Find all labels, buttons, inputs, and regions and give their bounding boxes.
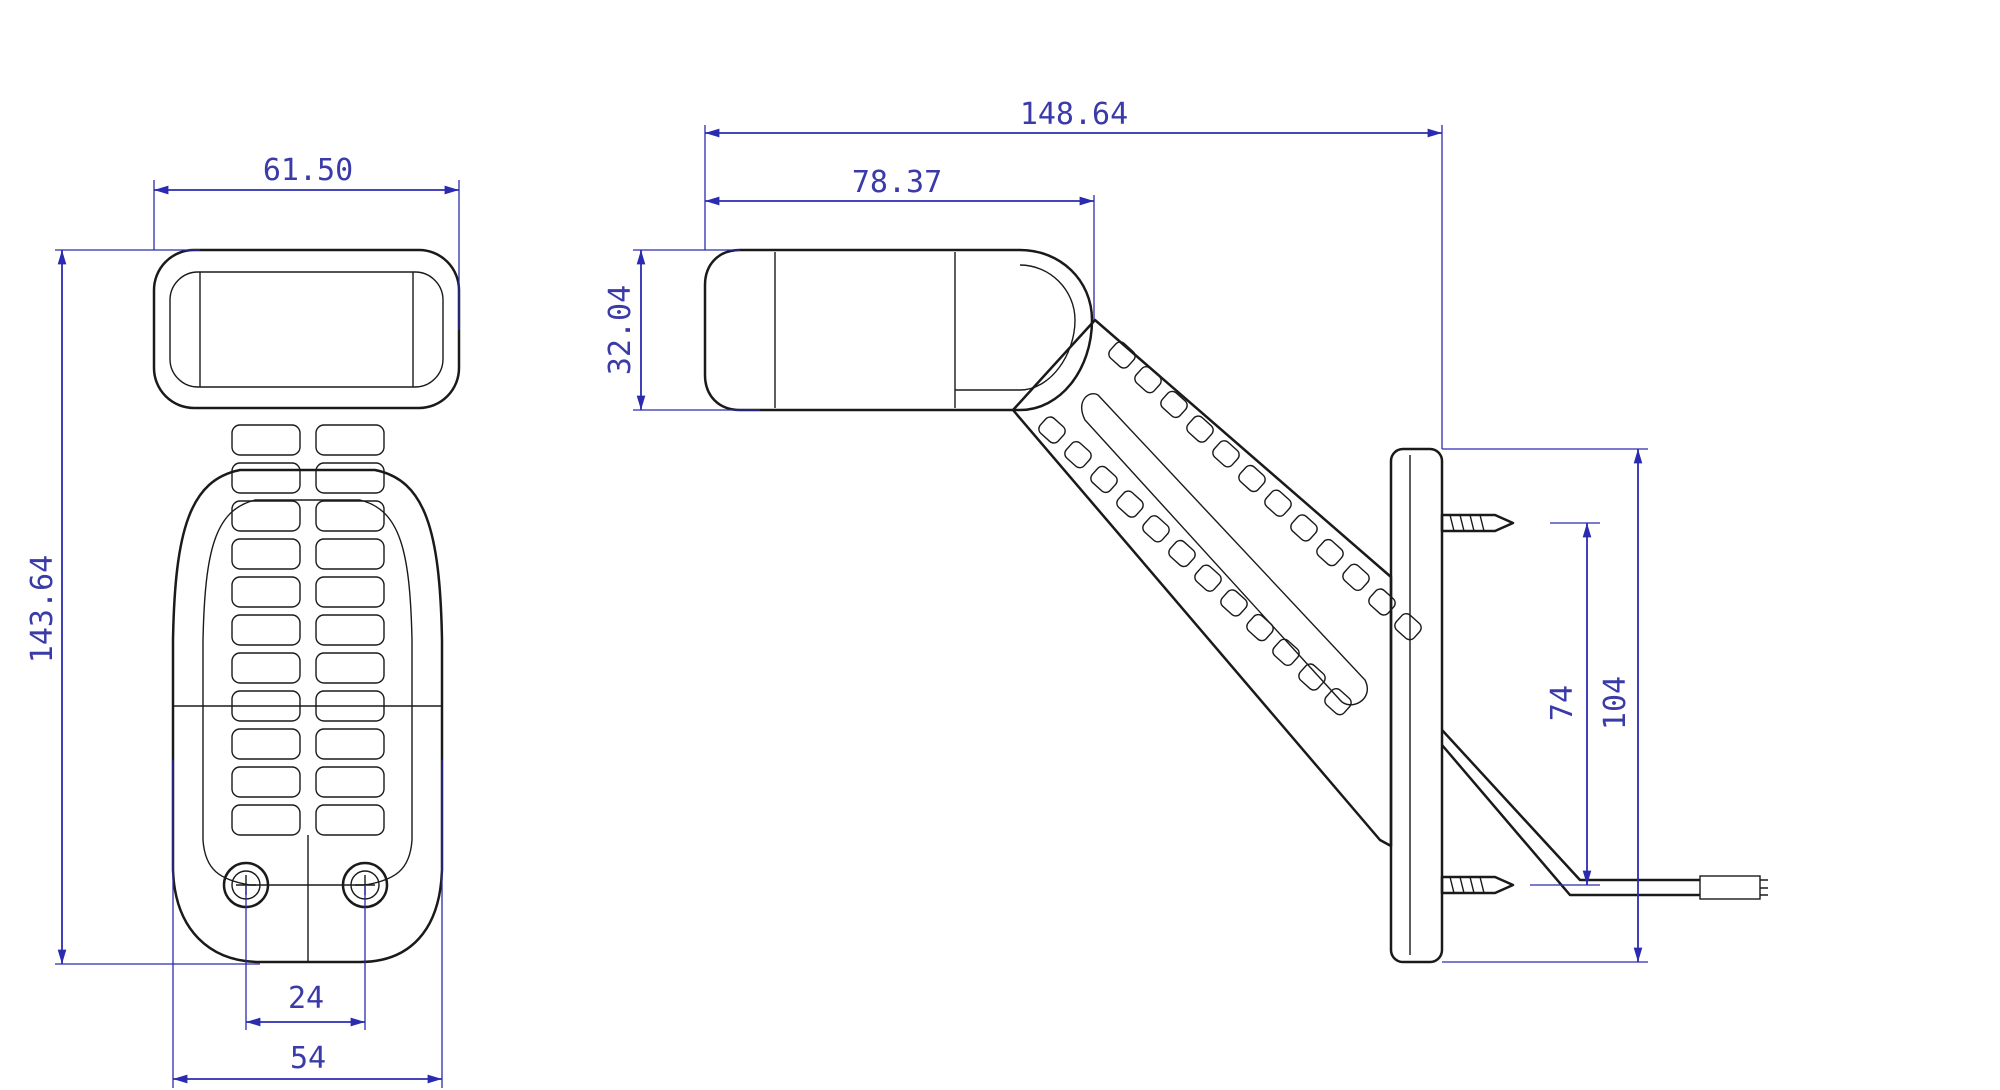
led-rib (1142, 515, 1170, 543)
led-rib (315, 538, 385, 570)
led-rib (315, 576, 385, 608)
led-rib (1316, 538, 1344, 567)
dimension-base-width: 54 (172, 760, 443, 1088)
dimension-label: 143.64 (25, 555, 60, 663)
dimension-front-height: 143.64 (25, 249, 260, 965)
led-rib (231, 804, 301, 836)
dimension-head-height: 32.04 (603, 249, 760, 411)
dimension-screw-spacing: 74 (1530, 522, 1600, 886)
led-rib (1220, 589, 1248, 617)
cable (1441, 729, 1700, 897)
cable-end (1699, 875, 1761, 900)
led-rib (1108, 341, 1136, 369)
side-led-ribs (1038, 341, 1422, 716)
led-rib (1272, 638, 1300, 666)
led-rib (231, 728, 301, 760)
led-rib (1238, 464, 1266, 493)
dimension-label: 24 (288, 981, 324, 1016)
led-rib (1160, 390, 1188, 419)
led-rib (1090, 465, 1118, 494)
dimension-label: 74 (1545, 685, 1580, 721)
front-base-outline (171, 468, 444, 964)
led-rib (231, 652, 301, 684)
led-rib (231, 690, 301, 722)
led-rib (231, 500, 301, 532)
led-rib (315, 804, 385, 836)
led-rib (1264, 489, 1292, 517)
led-rib (231, 576, 301, 608)
side-arm-outline (1011, 318, 1393, 848)
led-rib (315, 766, 385, 798)
dimension-label: 32.04 (603, 285, 638, 375)
mounting-screw-top (1440, 513, 1515, 533)
dimension-hole-spacing: 24 (245, 885, 366, 1030)
led-rib (1064, 441, 1092, 469)
led-rib (1116, 490, 1144, 518)
side-lamp-head (703, 248, 1094, 412)
led-rib (315, 728, 385, 760)
led-rib (1298, 663, 1326, 691)
dimension-label: 104 (1598, 676, 1633, 730)
led-rib (315, 424, 385, 456)
side-view (703, 248, 1768, 964)
led-rib (1246, 613, 1274, 642)
dimension-label: 148.64 (1020, 97, 1128, 132)
led-rib (1394, 613, 1422, 641)
front-led-ribs (231, 424, 385, 836)
dimension-overall-length: 148.64 (704, 97, 1443, 449)
led-rib (1212, 440, 1240, 468)
led-rib (315, 500, 385, 532)
dimension-front-width-top: 61.50 (153, 153, 460, 330)
led-rib (231, 424, 301, 456)
led-rib (1342, 563, 1370, 591)
dimension-label: 61.50 (263, 153, 353, 188)
led-rib (1168, 539, 1196, 568)
front-view (152, 248, 461, 964)
led-rib (1186, 415, 1214, 443)
led-rib (1324, 688, 1352, 716)
led-rib (231, 462, 301, 494)
led-rib (1134, 366, 1162, 394)
mounting-screw-bottom (1440, 875, 1515, 895)
led-rib (1368, 588, 1396, 616)
led-rib (315, 652, 385, 684)
dimension-head-length: 78.37 (705, 165, 1095, 320)
led-rib (231, 614, 301, 646)
dimension-label: 78.37 (852, 165, 942, 200)
led-rib (231, 538, 301, 570)
led-rib (1038, 416, 1066, 444)
led-rib (1194, 564, 1222, 592)
led-rib (1290, 514, 1318, 542)
led-rib (315, 690, 385, 722)
dimension-plate-height: 104 (1442, 448, 1648, 963)
dimension-label: 54 (290, 1041, 326, 1076)
mounting-plate (1389, 447, 1444, 964)
led-rib (315, 462, 385, 494)
led-rib (315, 614, 385, 646)
led-rib (231, 766, 301, 798)
